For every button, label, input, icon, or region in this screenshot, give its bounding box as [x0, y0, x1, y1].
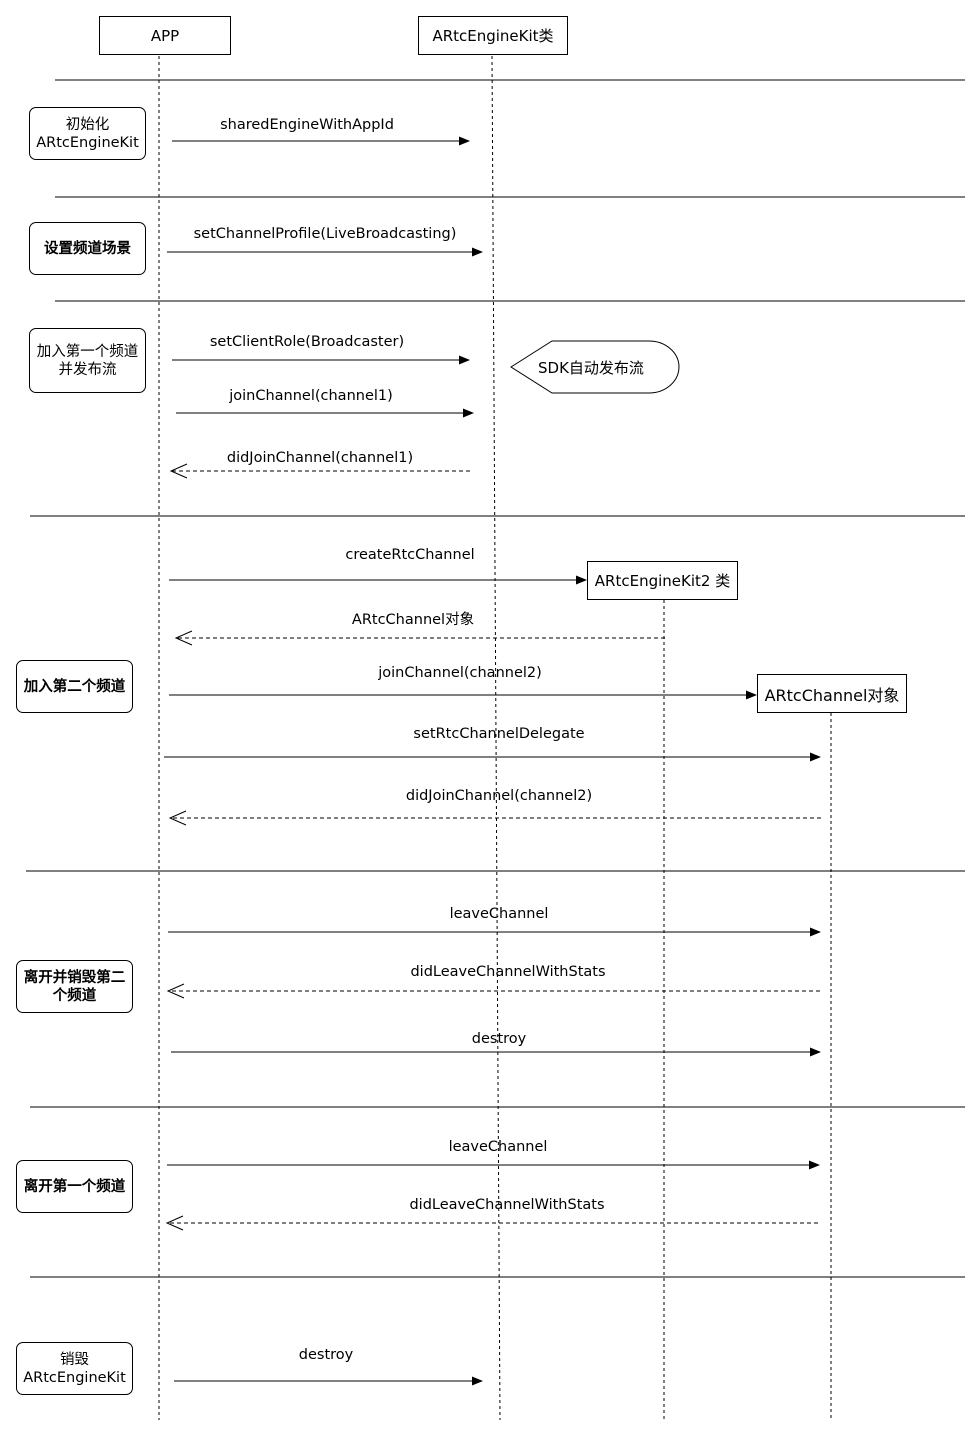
return-arrowhead	[165, 1215, 184, 1231]
message-label: sharedEngineWithAppId	[220, 117, 394, 133]
step-join-first-channel: 加入第一个频道 并发布流	[29, 328, 146, 393]
participant-engine: ARtcEngineKit类	[418, 16, 568, 55]
message-label: didLeaveChannelWithStats	[409, 1197, 605, 1213]
message-label: setChannelProfile(LiveBroadcasting)	[193, 226, 457, 242]
message-label: joinChannel(channel1)	[229, 388, 393, 404]
participant-app: APP	[99, 16, 231, 55]
step-set-channel-profile: 设置频道场景	[29, 222, 146, 275]
message-label: destroy	[471, 1031, 527, 1047]
return-arrowhead	[169, 463, 188, 479]
message-label: destroy	[298, 1347, 354, 1363]
return-arrowhead	[168, 810, 187, 826]
call-arrowhead	[459, 355, 470, 365]
call-arrowhead	[576, 575, 587, 585]
call-arrowhead	[746, 690, 757, 700]
call-arrowhead	[472, 1376, 483, 1386]
return-arrowhead	[174, 630, 193, 646]
step-destroy-engine: 销毁 ARtcEngineKit	[16, 1342, 133, 1395]
section-dividers	[26, 79, 965, 1278]
message-label: setClientRole(Broadcaster)	[209, 334, 405, 350]
call-arrowhead	[463, 408, 474, 418]
message-label: didJoinChannel(channel1)	[226, 450, 414, 466]
call-arrowhead	[810, 752, 821, 762]
message-label: joinChannel(channel2)	[378, 665, 542, 681]
return-arrowhead	[166, 983, 185, 999]
participant-engine2: ARtcEngineKit2 类	[587, 561, 738, 600]
step-join-second-channel: 加入第二个频道	[16, 660, 133, 713]
call-arrowhead	[809, 1160, 820, 1170]
message-label: ARtcChannel对象	[351, 612, 475, 628]
sdk-note-shape	[510, 340, 680, 394]
call-arrowhead	[810, 927, 821, 937]
message-label: leaveChannel	[449, 906, 549, 922]
message-label: leaveChannel	[448, 1139, 548, 1155]
message-label: setRtcChannelDelegate	[413, 726, 585, 742]
sdk-note-label: SDK自动发布流	[538, 359, 644, 377]
message-label: createRtcChannel	[345, 547, 475, 563]
step-leave-first-channel: 离开第一个频道	[16, 1160, 133, 1213]
engine-lifeline	[491, 55, 501, 1421]
message-label: didJoinChannel(channel2)	[405, 788, 593, 804]
call-arrowhead	[459, 136, 470, 146]
message-arrows	[164, 136, 821, 1386]
call-arrowhead	[810, 1047, 821, 1057]
call-arrowhead	[472, 247, 483, 257]
message-label: didLeaveChannelWithStats	[410, 964, 606, 980]
lifelines	[158, 55, 832, 1421]
step-init-engine: 初始化 ARtcEngineKit	[29, 107, 146, 160]
participant-channel-object: ARtcChannel对象	[757, 674, 907, 713]
step-leave-destroy-second: 离开并销毁第二 个频道	[16, 960, 133, 1013]
